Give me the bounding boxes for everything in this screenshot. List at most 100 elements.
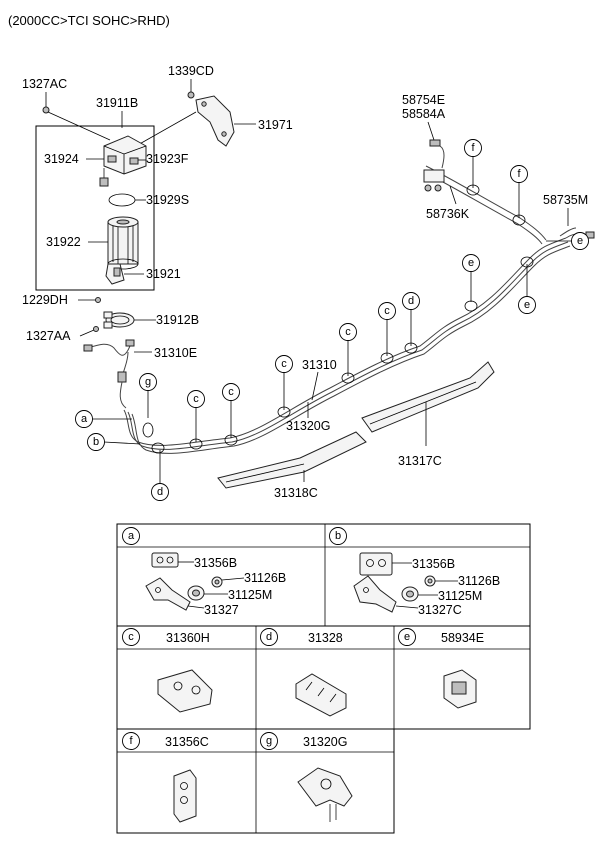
svg-text:c: c <box>228 386 234 398</box>
svg-text:f: f <box>471 142 475 154</box>
svg-text:f: f <box>129 735 133 747</box>
svg-text:c: c <box>128 631 134 643</box>
line-clip-markers <box>142 184 534 454</box>
callout-e-3 <box>518 296 536 314</box>
label-58735M: 58735M <box>543 193 588 207</box>
label-1327AC: 1327AC <box>22 77 67 91</box>
bushing-31125M-b-icon <box>401 586 419 602</box>
svg-text:d: d <box>157 486 163 498</box>
label-31310E: 31310E <box>154 346 197 360</box>
svg-text:b: b <box>93 436 99 448</box>
table-header-c <box>122 628 140 646</box>
callout-c-5 <box>187 390 205 408</box>
b-part-31327C: 31327C <box>418 603 462 617</box>
svg-text:a: a <box>128 530 135 542</box>
c-part-31360H: 31360H <box>166 631 210 645</box>
svg-text:e: e <box>404 631 410 643</box>
heat-shield-31317C-icon <box>361 361 495 433</box>
table-header-e <box>398 628 416 646</box>
svg-text:d: d <box>266 631 272 643</box>
svg-text:d: d <box>408 295 414 307</box>
bolt-1339CD-icon <box>187 91 195 99</box>
label-31924: 31924 <box>44 152 79 166</box>
svg-text:g: g <box>145 376 151 388</box>
b-part-31126B: 31126B <box>458 574 500 588</box>
bolt-1327AA-icon <box>93 326 99 332</box>
diagram-title: (2000CC>TCI SOHC>RHD) <box>8 13 170 28</box>
clamp-31912B-icon <box>103 311 135 329</box>
callout-g <box>139 373 157 391</box>
label-1339CD: 1339CD <box>168 64 214 78</box>
b-part-31125M: 31125M <box>438 589 482 603</box>
clip-31356B-b-icon <box>359 552 393 576</box>
grommet-31126B-icon <box>211 576 223 588</box>
svg-text:c: c <box>384 305 390 317</box>
connector-58584A-icon <box>429 139 441 147</box>
callout-d-2 <box>151 483 169 501</box>
callout-e-2 <box>462 254 480 272</box>
clip-31356B-icon <box>151 552 179 568</box>
svg-text:c: c <box>345 326 351 338</box>
fuel-pump-fitting-icon <box>423 169 445 192</box>
label-31971: 31971 <box>258 118 293 132</box>
callout-d-1 <box>402 292 420 310</box>
table-header-a <box>122 527 140 545</box>
g-part-31320G: 31320G <box>303 735 347 749</box>
label-31912B: 31912B <box>156 313 199 327</box>
svg-text:c: c <box>281 358 287 370</box>
parts-table <box>116 523 531 834</box>
bracket-31327C-icon <box>353 575 397 613</box>
label-1229DH: 1229DH <box>22 293 68 307</box>
svg-text:b: b <box>335 530 341 542</box>
heat-shield-31318C-icon <box>217 431 367 489</box>
hose-31310E-icon <box>87 343 131 356</box>
svg-text:f: f <box>517 168 521 180</box>
label-31320G: 31320G <box>286 419 330 433</box>
svg-text:a: a <box>81 413 88 425</box>
clip-31360H-icon <box>157 669 213 713</box>
svg-text:g: g <box>266 735 272 747</box>
bracket-31320G-icon <box>297 767 353 822</box>
callout-b <box>87 433 105 451</box>
label-58754E: 58754E <box>402 93 445 107</box>
label-31929S: 31929S <box>146 193 189 207</box>
svg-text:e: e <box>577 235 583 247</box>
callout-f-1 <box>464 139 482 157</box>
bolt-1229DH-icon <box>95 297 101 303</box>
label-31318C: 31318C <box>274 486 318 500</box>
label-58584A: 58584A <box>402 107 446 121</box>
a-part-31126B: 31126B <box>244 571 286 585</box>
a-part-31356B: 31356B <box>194 556 237 570</box>
callout-e-1 <box>571 232 589 250</box>
label-31317C: 31317C <box>398 454 442 468</box>
table-header-f <box>122 732 140 750</box>
filter-assembly-box <box>35 125 155 291</box>
callout-c-4 <box>222 383 240 401</box>
clip-58934E-icon <box>443 669 477 709</box>
callout-f-2 <box>510 165 528 183</box>
label-31921: 31921 <box>146 267 181 281</box>
f-part-31356C: 31356C <box>165 735 209 749</box>
o-ring-31929S-icon <box>108 193 136 207</box>
filter-cartridge-31922-icon <box>107 216 139 270</box>
d-part-31328: 31328 <box>308 631 343 645</box>
table-header-g <box>260 732 278 750</box>
clip-31356C-icon <box>173 769 197 823</box>
callout-c-2 <box>339 323 357 341</box>
bushing-31125M-icon <box>187 585 205 601</box>
svg-text:c: c <box>193 393 199 405</box>
bracket-31327-icon <box>145 577 191 611</box>
filter-head-31924-icon <box>103 135 147 175</box>
label-31922: 31922 <box>46 235 81 249</box>
table-header-b <box>329 527 347 545</box>
b-part-31356B: 31356B <box>412 557 455 571</box>
grommet-31126B-b-icon <box>424 575 436 587</box>
e-part-58934E: 58934E <box>441 631 484 645</box>
label-58736K: 58736K <box>426 207 470 221</box>
callout-a <box>75 410 93 428</box>
label-31911B: 31911B <box>96 96 138 110</box>
callout-c-3 <box>275 355 293 373</box>
clip-31328-icon <box>295 673 347 717</box>
table-header-d <box>260 628 278 646</box>
